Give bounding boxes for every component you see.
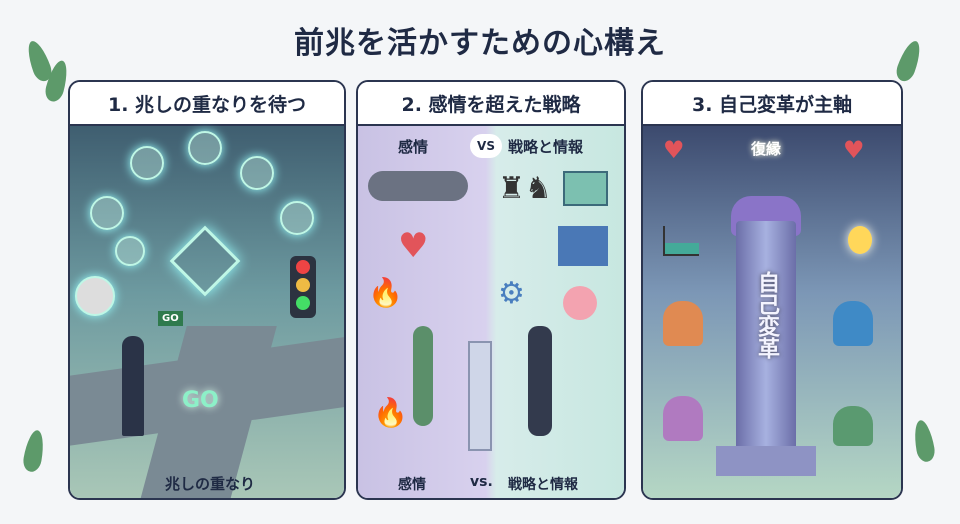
compass-icon [169,225,241,297]
walking-woman-figure [413,326,433,426]
growth-chart-icon [663,226,699,256]
lightbulb-icon [848,226,872,254]
chess-icon: ♜♞ [498,171,552,206]
bottom-vs-label: vs. [470,474,493,490]
laptop-person-figure [833,406,873,446]
broken-heart-icon: ♥ [398,226,429,266]
panel-self-transformation: 3. 自己変革が主軸 復縁 ♥ ♥ 自己変革 [641,80,903,500]
wifi-icon [115,236,145,266]
pillar-steps [716,446,816,476]
panel-wait-for-signs: 1. 兆しの重なりを待つ GO GO 兆しの重なり [68,80,346,500]
panel-illustration: 復縁 ♥ ♥ 自己変革 [643,126,901,498]
calendar-icon [280,201,314,235]
fire-icon: 🔥 [373,396,408,429]
caption: 兆しの重なり [165,475,256,493]
panel-illustration: GO GO 兆しの重なり [70,126,344,498]
clock-gear-icon [75,276,115,316]
door [468,341,492,451]
plant-leaf-decoration [911,418,937,464]
bottom-emotion-label: 感情 [398,477,426,493]
clock-icon [130,146,164,180]
map-icon [563,171,608,206]
bird-icon [240,156,274,190]
page-title: 前兆を活かすための心構え [294,26,666,61]
couple-heart-icon: ♥ [843,136,865,164]
strategy-label: 戦略と情報 [508,138,584,156]
meditating-person-figure [663,396,703,441]
reunion-label: 復縁 [751,140,782,158]
wifi-icon [90,196,124,230]
person-figure [122,336,144,436]
panel-heading: 1. 兆しの重なりを待つ [70,82,344,126]
fire-icon: 🔥 [368,276,403,309]
reading-person-figure [663,301,703,346]
go-sign: GO [158,311,183,326]
bottom-strategy-label: 戦略と情報 [508,477,578,493]
panel-strategy-over-emotion: 2. 感情を超えた戦略 感情 VS 戦略と情報 ♥ 🔥 🔥 ♜♞ ⚙ 感情 vs… [356,80,626,500]
pillar-text: 自己変革 [754,271,779,359]
panel-heading: 3. 自己変革が主軸 [643,82,901,126]
gear-icon: ⚙ [498,276,525,311]
storm-cloud-icon [368,171,468,201]
go-road-text: GO [182,388,219,413]
traffic-light-icon [290,256,316,318]
plant-leaf-decoration [21,428,47,474]
weightlifting-person-figure [833,301,873,346]
brain-icon [563,286,597,320]
blueprint-icon [558,226,608,266]
walking-man-figure [528,326,552,436]
self-transformation-pillar: 自己変革 [736,221,796,451]
panel-illustration: 感情 VS 戦略と情報 ♥ 🔥 🔥 ♜♞ ⚙ 感情 vs. 戦略と情報 [358,126,624,498]
signal-icon [188,131,222,165]
couple-heart-icon: ♥ [663,136,685,164]
panel-heading: 2. 感情を超えた戦略 [358,82,624,126]
emotion-label: 感情 [398,138,429,156]
vs-badge: VS [470,134,502,158]
